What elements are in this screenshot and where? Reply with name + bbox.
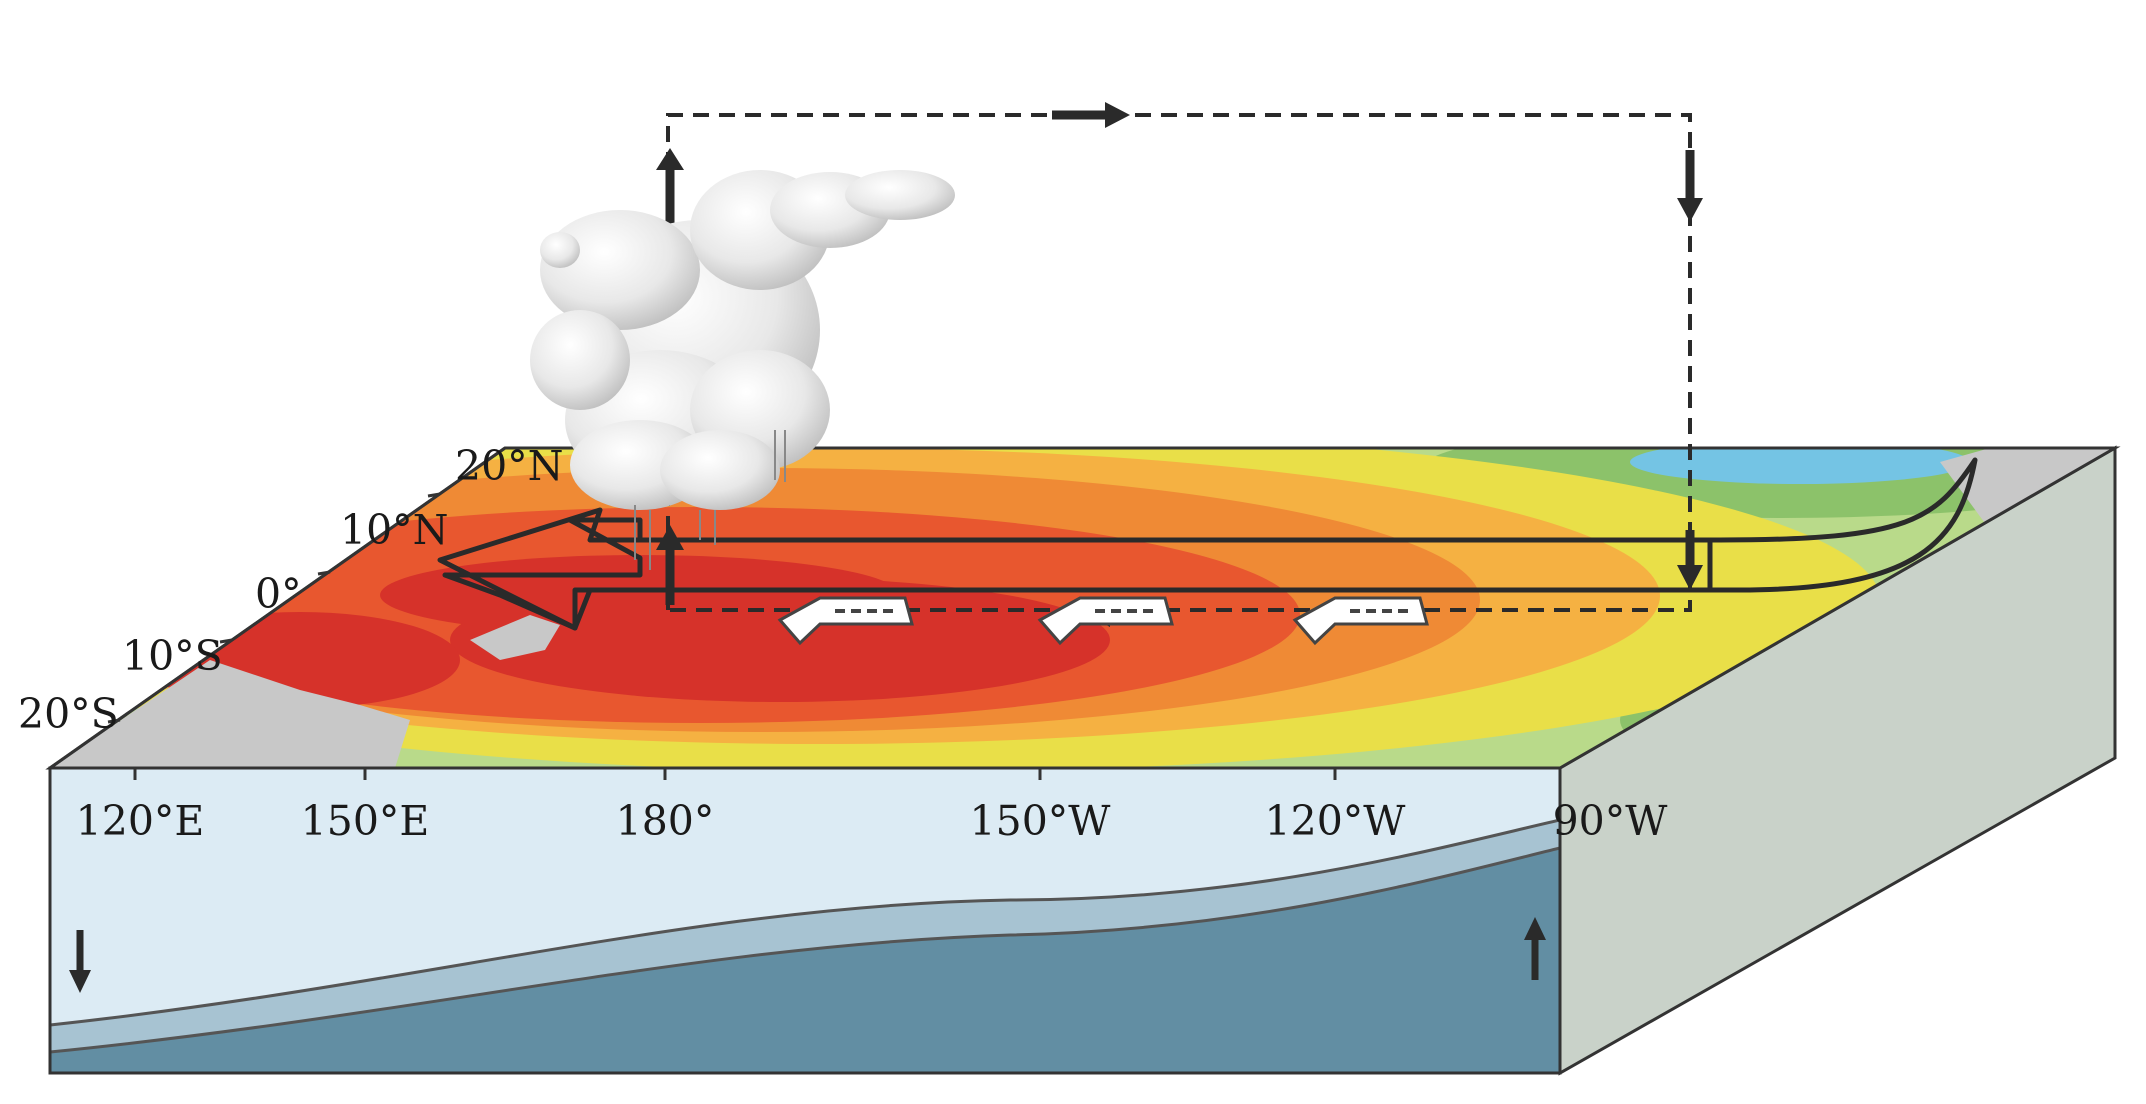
up-arrow-icon — [1524, 917, 1546, 980]
longitude-label-90w: 90°W — [1553, 797, 1669, 845]
latitude-label-20s: 20°S — [18, 690, 119, 738]
surface-walker-loop — [442, 457, 1978, 631]
latitude-label-10s: 10°S — [122, 632, 223, 680]
cross-section-outline — [48, 766, 1562, 1075]
up-arrow-icon — [656, 148, 684, 225]
up-arrow-icon — [656, 525, 684, 605]
trade-wind-arrow-icon — [1037, 596, 1174, 646]
trade-wind-arrow-icon — [777, 596, 914, 646]
trade-wind-arrow-icon — [1292, 596, 1429, 646]
land-islands — [470, 615, 560, 660]
latitude-label-0: 0° — [255, 570, 302, 618]
longitude-label-120e: 120°E — [76, 797, 205, 845]
west-flow-arrowhead — [437, 507, 1713, 631]
longitude-label-150w: 150°W — [970, 797, 1112, 845]
down-arrow-icon — [69, 930, 91, 993]
down-arrow-icon — [1677, 150, 1703, 222]
right-arrow-icon — [1052, 102, 1130, 128]
latitude-label-20n: 20°N — [455, 442, 564, 490]
latitude-axis — [49, 446, 506, 770]
land-maritime-continent — [50, 660, 410, 768]
longitude-label-180: 180° — [616, 797, 715, 845]
land-americas — [1940, 448, 2115, 530]
longitude-label-120w: 120°W — [1265, 797, 1407, 845]
latitude-label-10n: 10°N — [340, 506, 449, 554]
convection-cloud-icon — [530, 170, 955, 570]
down-arrow-icon — [1677, 530, 1703, 590]
ocean-cross-section — [50, 768, 1560, 1073]
longitude-label-150e: 150°E — [301, 797, 430, 845]
longitude-ticks — [133, 768, 1337, 780]
